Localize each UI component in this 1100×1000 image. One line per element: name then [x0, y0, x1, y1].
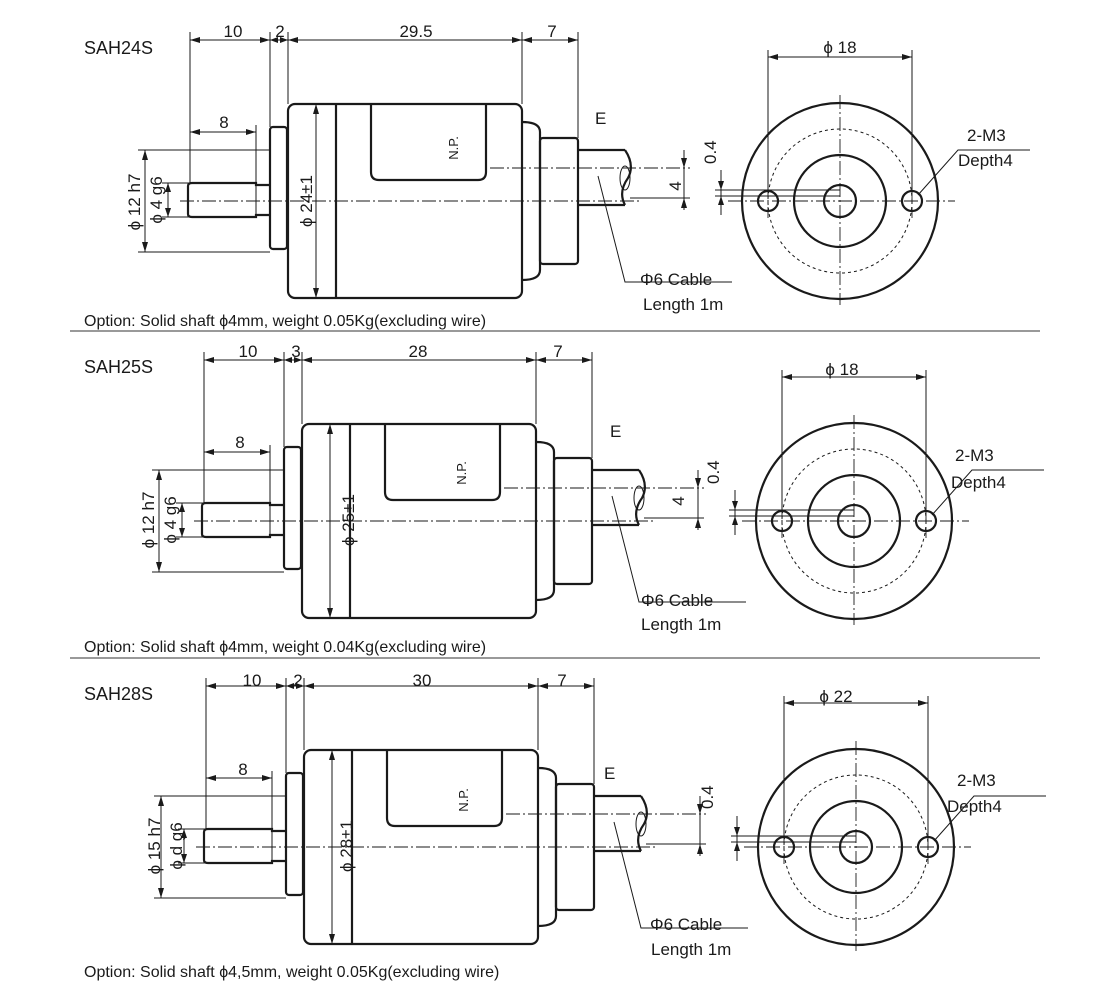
dim-boss-length: 7 — [553, 342, 562, 361]
dim-shaft-length: 10 — [243, 671, 262, 690]
dim-body-length: 28 — [409, 342, 428, 361]
option-note: Option: Solid shaft ϕ4mm, weight 0.04Kg(… — [84, 639, 486, 656]
model-drawing — [150, 350, 1046, 627]
dim-body-dia: ϕ 28±1 — [337, 820, 356, 872]
dim-flange-dia: ϕ 12 h7 — [125, 174, 144, 231]
dim-offset: 0.4 — [701, 140, 720, 164]
dim-flange-thickness: 3 — [291, 342, 300, 361]
holes-label: 2-M3 — [967, 126, 1006, 145]
dim-cable-offset: 4 — [669, 496, 688, 505]
cable-length-label: Length 1m — [641, 615, 721, 634]
model-drawing — [152, 676, 1048, 953]
nameplate-label: N.P. — [456, 788, 471, 812]
cable-label: Φ6 Cable — [650, 915, 722, 934]
cable-length-label: Length 1m — [651, 940, 731, 959]
dim-flange-dia: ϕ 15 h7 — [145, 818, 164, 875]
dim-body-dia: ϕ 25±1 — [339, 494, 358, 546]
dim-bolt-circle: ϕ 18 — [823, 38, 856, 57]
cable-label: Φ6 Cable — [640, 270, 712, 289]
dim-shaft-key: 8 — [235, 433, 244, 452]
dim-body-length: 30 — [413, 671, 432, 690]
dim-boss-length: 7 — [547, 22, 556, 41]
dim-shaft-key: 8 — [238, 760, 247, 779]
e-label: E — [595, 109, 606, 128]
dim-boss-length: 7 — [557, 671, 566, 690]
dim-flange-thickness: 2 — [275, 22, 284, 41]
dim-cable-offset: 4 — [666, 181, 685, 190]
depth-label: Depth4 — [951, 473, 1006, 492]
dim-shaft-dia: ϕ 4 g6 — [147, 176, 166, 223]
model-title: SAH25S — [84, 357, 153, 377]
dim-shaft-length: 10 — [239, 342, 258, 361]
e-label: E — [604, 764, 615, 783]
dim-offset: 0.4 — [704, 460, 723, 484]
dim-bolt-circle: ϕ 22 — [819, 687, 852, 706]
dim-offset: 0.4 — [698, 785, 717, 809]
holes-label: 2-M3 — [957, 771, 996, 790]
cable-label: Φ6 Cable — [641, 591, 713, 610]
dim-shaft-length: 10 — [224, 22, 243, 41]
dim-bolt-circle: ϕ 18 — [825, 360, 858, 379]
model-title: SAH28S — [84, 684, 153, 704]
option-note: Option: Solid shaft ϕ4mm, weight 0.05Kg(… — [84, 313, 486, 330]
cable-length-label: Length 1m — [643, 295, 723, 314]
depth-label: Depth4 — [947, 797, 1002, 816]
nameplate-label: N.P. — [446, 136, 461, 160]
dim-shaft-dia: ϕ d g6 — [167, 822, 186, 869]
holes-label: 2-M3 — [955, 446, 994, 465]
dim-flange-thickness: 2 — [293, 671, 302, 690]
e-label: E — [610, 422, 621, 441]
depth-label: Depth4 — [958, 151, 1013, 170]
nameplate-label: N.P. — [454, 461, 469, 485]
dim-body-dia: ϕ 24±1 — [297, 175, 316, 227]
model-title: SAH24S — [84, 38, 153, 58]
dim-body-length: 29.5 — [399, 22, 432, 41]
model-drawing — [136, 30, 1032, 307]
dim-shaft-key: 8 — [219, 113, 228, 132]
option-note: Option: Solid shaft ϕ4,5mm, weight 0.05K… — [84, 964, 499, 981]
dim-shaft-dia: ϕ 4 g6 — [161, 496, 180, 543]
dim-flange-dia: ϕ 12 h7 — [139, 492, 158, 549]
